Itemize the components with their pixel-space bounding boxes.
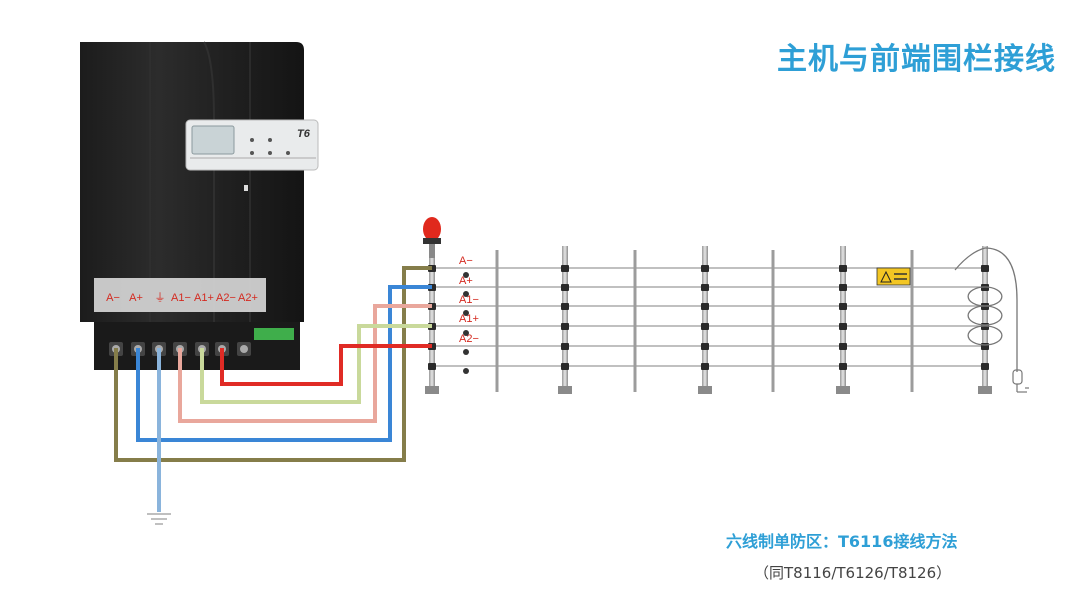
wire-a1-plus [200,324,432,404]
alarm-strobe-icon [423,217,441,258]
fence-rod [495,250,499,392]
terminal-marker [463,291,469,297]
terminal-label: A2+ [238,292,258,304]
post-base [978,386,992,394]
controller-unit: T6 [80,41,319,370]
insulator [701,343,709,350]
fence-rod [771,250,775,392]
insulator [561,323,569,330]
terminal-labels: A− A+ ⏚ A1−A1+A2−A2+ [106,291,258,304]
post-base [425,386,439,394]
wiring [114,266,432,462]
insulator [561,363,569,370]
wire-a2-minus [220,344,432,386]
fence-label: A2− [459,333,479,345]
wire-loop [984,325,1003,346]
screw-head [240,345,248,353]
fence-rod [910,250,914,392]
fence-post [982,246,988,392]
terminal-marker [463,310,469,316]
insulator [839,303,847,310]
wire-a-minus [114,266,432,462]
wire-a-plus [136,285,432,442]
page-title: 主机与前端围栏接线 [777,42,1056,77]
end-ground-icon [1012,369,1029,393]
terminal-label: ⏚ [155,291,166,304]
warning-sign [876,267,911,286]
terminal-marker [463,330,469,336]
insulator [701,265,709,272]
terminal-label: A2− [216,292,236,304]
caption-main: 六线制单防区：T6116接线方法 [726,532,958,551]
caption-sub: （同T8116/T6126/T8126） [754,564,952,582]
terminal-marker [463,349,469,355]
insulator [701,284,709,291]
wire-loop [967,305,986,326]
post-base [698,386,712,394]
wire-loop [967,325,986,346]
insulator [839,323,847,330]
terminal-label: A1+ [194,292,214,304]
wire-loop [984,305,1003,326]
fence-post [429,246,435,392]
fence-label: A1− [459,294,479,306]
insulator [701,363,709,370]
brand-label: T6 [297,128,311,140]
electric-fence [425,246,1018,394]
post-base [836,386,850,394]
insulator [701,303,709,310]
wire-loop [967,286,986,307]
fence-label: A− [459,255,473,267]
insulator [561,265,569,272]
fence-label: A1+ [459,313,479,325]
insulator [561,284,569,291]
fence-labels: A− A+ A1− A1+ A2− [459,255,479,374]
fence-label: A+ [459,275,473,287]
insulator [839,284,847,291]
fence-post [840,246,846,392]
fence-rod [633,250,637,392]
ground-lead [984,247,1018,372]
insulator [981,363,989,370]
wire-a1-minus [178,304,432,423]
terminal-marker [463,272,469,278]
insulator [839,363,847,370]
fence-post [702,246,708,392]
insulator [561,303,569,310]
fence-post [562,246,568,392]
insulator [839,343,847,350]
insulator [839,265,847,272]
post-base [558,386,572,394]
insulator [981,265,989,272]
wire-loop [984,286,1003,307]
terminal-label: A− [106,292,120,304]
insulator [981,343,989,350]
terminal-label: A+ [129,292,143,304]
terminal-label: A1− [171,292,191,304]
ground-icon [147,513,171,525]
insulator [561,343,569,350]
insulator [428,363,436,370]
insulator [701,323,709,330]
terminal-marker [463,368,469,374]
wire-lead [954,247,986,271]
